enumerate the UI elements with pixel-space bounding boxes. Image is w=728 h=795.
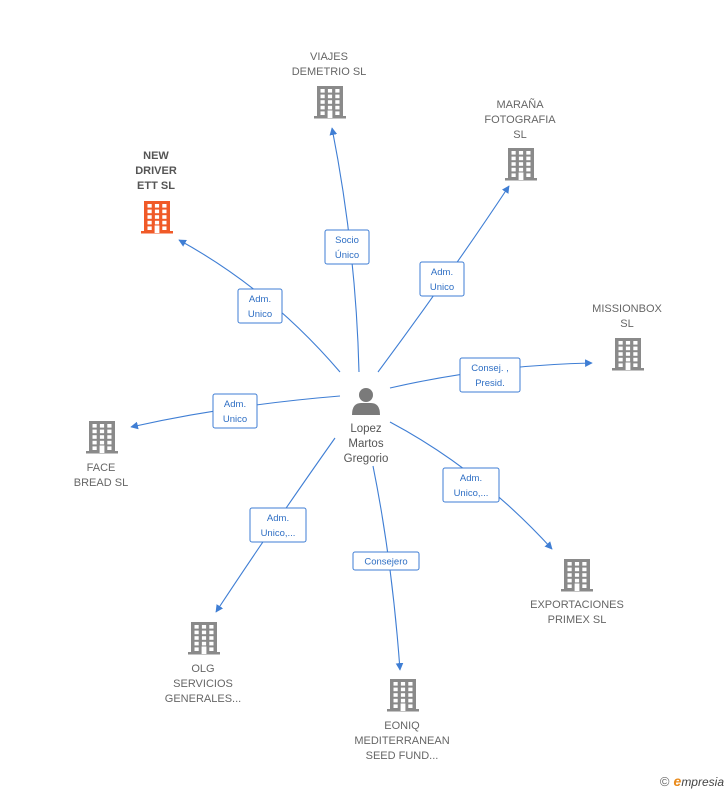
company-name-line: PRIMEX SL [548, 614, 607, 626]
building-icon [387, 679, 419, 712]
person-name-line: Gregorio [344, 453, 389, 465]
brand-name: mpresia [681, 775, 724, 789]
company-name-line: SEED FUND... [366, 750, 439, 762]
relation-text: Socio [335, 235, 359, 246]
company-name-line: SL [513, 129, 526, 141]
company-name-line: DRIVER [135, 165, 177, 177]
relation-label-newdriver[interactable]: Adm. Unico [237, 288, 283, 324]
relation-box [352, 551, 420, 571]
relation-text: Adm. [249, 294, 271, 305]
relation-label-missionbox[interactable]: Consej. , Presid. [459, 357, 521, 393]
company-name-line: OLG [191, 663, 214, 675]
company-node-eoniq[interactable]: EONIQ MEDITERRANEAN SEED FUND... [354, 679, 450, 762]
company-name-line: GENERALES... [165, 693, 241, 705]
relation-text: Unico [223, 414, 247, 425]
company-name-line: BREAD SL [74, 477, 128, 489]
company-name-line: MARAÑA [496, 98, 544, 111]
company-node-exportaciones[interactable]: EXPORTACIONES PRIMEX SL [530, 559, 624, 626]
company-name-line: VIAJES [310, 51, 348, 63]
company-name-line: EONIQ [384, 720, 420, 732]
relation-text: Consej. , [471, 363, 509, 374]
relation-box [419, 261, 465, 297]
relation-label-facebread[interactable]: Adm. Unico [212, 393, 258, 429]
relation-text: Presid. [475, 378, 505, 389]
company-node-olg[interactable]: OLG SERVICIOS GENERALES... [165, 622, 241, 705]
relation-text: Adm. [224, 399, 246, 410]
company-name-line: MEDITERRANEAN [354, 735, 449, 747]
relation-box [249, 507, 307, 543]
relation-label-eoniq[interactable]: Consejero [352, 551, 420, 571]
company-name-line: SERVICIOS [173, 678, 233, 690]
building-icon [561, 559, 593, 592]
relation-text: Unico [248, 309, 272, 320]
company-name-line: FOTOGRAFIA [484, 114, 556, 126]
company-name-line: SL [620, 318, 633, 330]
copyright-symbol: © [659, 774, 670, 789]
building-icon [612, 338, 644, 371]
relation-text: Unico [430, 282, 454, 293]
footer-brand: ©empresia [660, 773, 724, 789]
relation-text: Adm. [460, 473, 482, 484]
company-name-line: FACE [87, 462, 116, 474]
relation-box [324, 229, 370, 265]
company-node-missionbox[interactable]: MISSIONBOX SL [592, 303, 662, 371]
relation-label-olg[interactable]: Adm. Unico,... [249, 507, 307, 543]
relation-box [237, 288, 283, 324]
company-name-line: NEW [143, 150, 169, 162]
building-icon [141, 201, 173, 234]
company-node-marana[interactable]: MARAÑA FOTOGRAFIA SL [484, 98, 556, 181]
relation-text: Unico,... [454, 488, 489, 499]
building-icon [314, 86, 346, 119]
relation-text: Consejero [364, 557, 407, 568]
company-name-line: ETT SL [137, 180, 175, 192]
building-icon [188, 622, 220, 655]
relation-text: Adm. [267, 513, 289, 524]
company-name-line: DEMETRIO SL [292, 66, 367, 78]
company-node-facebread[interactable]: FACE BREAD SL [74, 421, 128, 489]
relation-box [459, 357, 521, 393]
relation-box [212, 393, 258, 429]
company-node-viajes[interactable]: VIAJES DEMETRIO SL [292, 51, 367, 119]
brand-initial: e [673, 773, 682, 789]
building-icon [505, 148, 537, 181]
company-name-line: MISSIONBOX [592, 303, 662, 315]
relation-box [442, 467, 500, 503]
building-icon [86, 421, 118, 454]
person-name-line: Martos [348, 438, 383, 450]
nodes-layer: VIAJES DEMETRIO SL MARAÑA FOTOGRAFIA SL NEW DR… [74, 51, 663, 762]
person-name-line: Lopez [350, 423, 382, 435]
person-icon [352, 388, 380, 415]
relation-label-exportaciones[interactable]: Adm. Unico,... [442, 467, 500, 503]
company-node-newdriver[interactable]: NEW DRIVER ETT SL [135, 150, 177, 234]
company-name-line: EXPORTACIONES [530, 599, 624, 611]
relation-text: Único [335, 250, 359, 261]
relation-text: Adm. [431, 267, 453, 278]
relation-label-marana[interactable]: Adm. Unico [419, 261, 465, 297]
relation-text: Unico,... [261, 528, 296, 539]
